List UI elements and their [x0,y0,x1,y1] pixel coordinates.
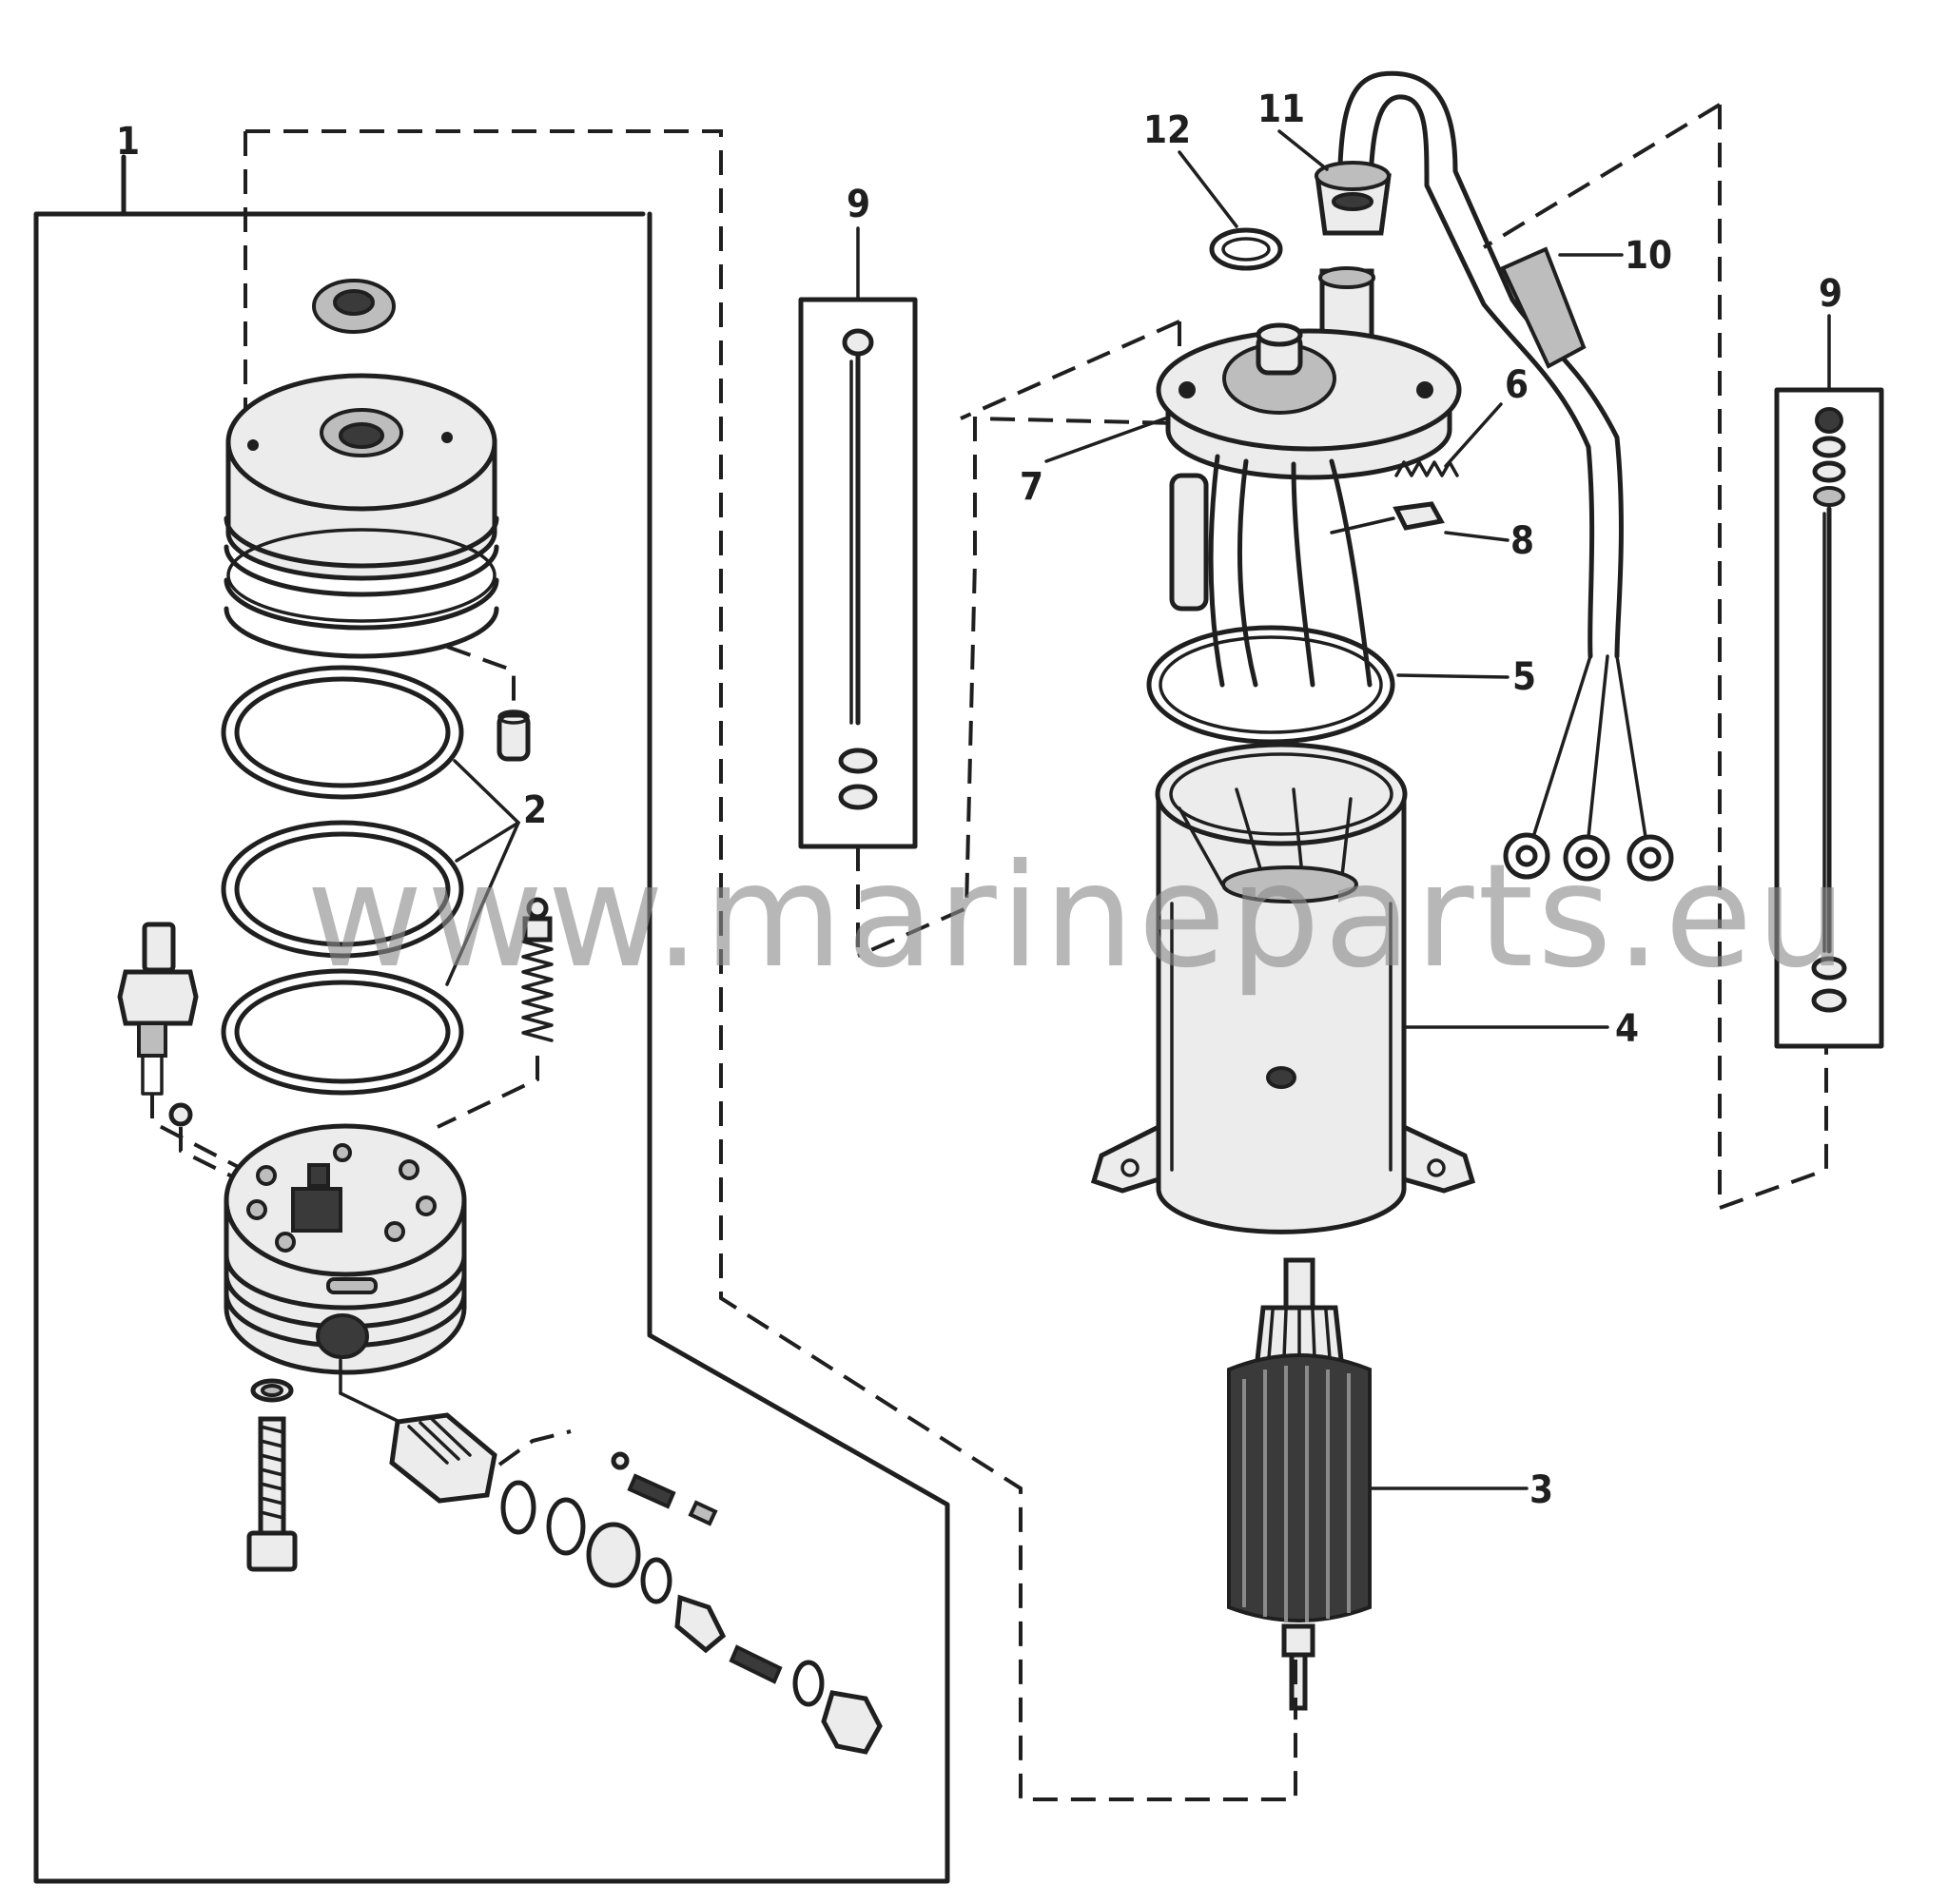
callout-6: 6 [1505,363,1529,407]
relief-spring [437,897,554,1129]
power-cable [1336,70,1674,882]
dowel-pin [497,709,531,762]
callout-9-right: 9 [1819,272,1842,316]
pump-mounting-bolt [246,1378,298,1572]
brush-leads [1169,454,1395,688]
callout-8: 8 [1510,519,1534,563]
motor-assembly-guide-lines [960,103,1828,1712]
watermark-text: www.marineparts.eu [306,834,1851,1000]
callout-3: 3 [1529,1468,1553,1512]
callout-2: 2 [523,788,547,832]
pump-assembly-group-outline [33,129,1297,1884]
carbon-brush [1393,501,1445,531]
cable-grommet [1315,161,1392,236]
callout-11: 11 [1257,87,1305,131]
motor-assembly [1090,70,1674,1711]
callout-10: 10 [1625,234,1672,278]
motor-end-cap [1156,266,1462,480]
armature [1227,1257,1372,1711]
check-valve-fitting [117,922,272,1186]
callout-12: 12 [1143,108,1191,152]
callout-5: 5 [1512,655,1536,699]
callout-9-left: 9 [847,183,870,226]
top-seal [312,279,396,334]
pump-parts [117,279,883,1755]
check-ball [168,1102,248,1186]
motor-housing [1090,742,1476,1234]
callout-4: 4 [1615,1007,1639,1051]
pump-body [224,1123,467,1375]
leader-lines [856,129,1831,1490]
manual-release-valve-parts [339,1358,883,1755]
sealing-ring [1209,227,1283,271]
leader-2 [445,759,520,986]
callout-labels: 1 2 3 4 5 6 7 8 9 9 10 11 12 [116,87,1842,1512]
housing-o-ring [1146,625,1395,745]
callout-1: 1 [116,120,140,164]
reservoir-cap [224,373,516,713]
o-ring-set [221,665,464,1096]
callout-7: 7 [1020,465,1043,509]
